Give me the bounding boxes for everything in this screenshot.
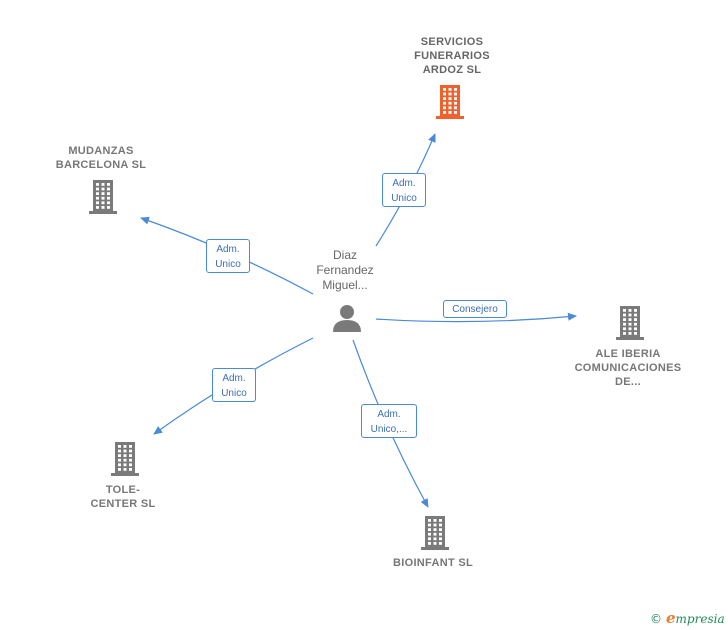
company-label-bioinfant[interactable]: BIOINFANT SL — [393, 557, 473, 569]
company-label-servicios[interactable]: SERVICIOS FUNERARIOS ARDOZ SL — [414, 36, 490, 76]
building-icon-tole[interactable] — [111, 442, 139, 476]
building-icon-mudanzas[interactable] — [89, 180, 117, 214]
edge-ale — [375, 312, 577, 323]
brand-initial: e — [666, 609, 676, 627]
footer-brand: © empresia — [650, 609, 725, 627]
edge-label-mudanzas[interactable]: Adm. Unico — [206, 239, 250, 273]
building-icon-servicios[interactable] — [436, 85, 464, 119]
person-name-label[interactable]: Diaz Fernandez Miguel... — [316, 248, 374, 292]
person-icon[interactable] — [333, 305, 361, 332]
edge-label-ale[interactable]: Consejero — [443, 300, 507, 318]
company-label-ale[interactable]: ALE IBERIA COMUNICACIONES DE... — [574, 348, 682, 388]
edge-label-servicios[interactable]: Adm. Unico — [382, 173, 426, 207]
company-label-tole[interactable]: TOLE- CENTER SL — [90, 484, 156, 510]
edge-label-tole[interactable]: Adm. Unico — [212, 368, 256, 402]
copyright-icon: © — [650, 612, 662, 626]
brand-name: mpresia — [675, 612, 725, 626]
building-icon-ale[interactable] — [616, 306, 644, 340]
building-icon-bioinfant[interactable] — [421, 516, 449, 550]
edge-label-bioinfant[interactable]: Adm. Unico,... — [361, 404, 417, 438]
company-label-mudanzas[interactable]: MUDANZAS BARCELONA SL — [55, 145, 147, 171]
